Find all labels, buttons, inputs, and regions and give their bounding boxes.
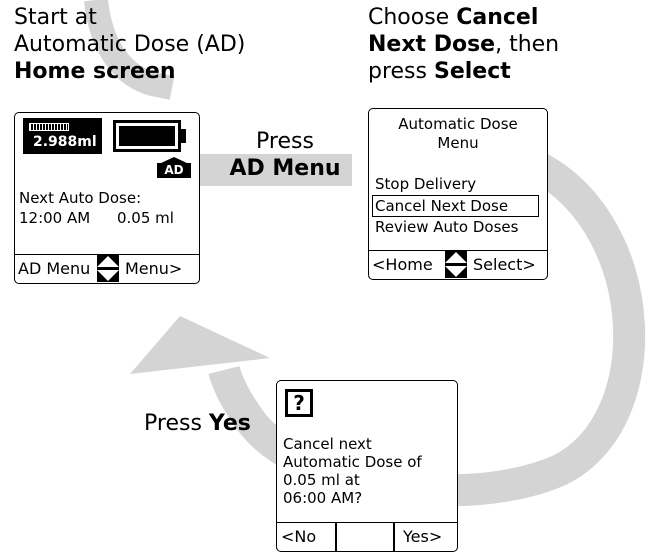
caption-choose-line3: press Select: [368, 59, 511, 84]
up-down-arrow-icon: [97, 255, 119, 282]
menu-item-cancel-next-dose-label: Cancel Next Dose: [375, 197, 509, 215]
confirm-softkey-bar: <No Yes>: [277, 522, 457, 551]
confirm-message-line3: 0.05 ml at: [283, 471, 360, 489]
battery-icon: [113, 120, 181, 152]
caption-start-line1: Start at: [14, 5, 97, 30]
flow-arrow-press-ad: [196, 154, 352, 186]
caption-press-ad-line1: Press: [256, 129, 314, 154]
menu-item-review-auto-doses[interactable]: Review Auto Doses: [375, 218, 519, 236]
ad-badge: AD: [157, 163, 191, 178]
caption-choose-line1: Choose Cancel: [368, 5, 539, 30]
confirm-screen: ? Cancel next Automatic Dose of 0.05 ml …: [276, 380, 458, 552]
softkey-divider-left: [335, 523, 337, 551]
up-down-arrow-icon: [445, 251, 467, 278]
home-softkey[interactable]: <Home: [372, 255, 433, 274]
ad-menu-screen: Automatic Dose Menu Stop Delivery Cancel…: [368, 108, 548, 280]
menu-item-stop-delivery[interactable]: Stop Delivery: [375, 175, 477, 193]
menu-softkey[interactable]: Menu>: [125, 259, 183, 278]
caption-start-line3: Home screen: [14, 59, 176, 84]
ad-menu-softkey[interactable]: AD Menu: [18, 259, 91, 278]
softkey-divider-right: [393, 523, 395, 551]
caption-start-line2: Automatic Dose (AD): [14, 32, 246, 57]
next-dose-label: Next Auto Dose:: [19, 189, 142, 207]
confirm-message-line4: 06:00 AM?: [283, 489, 363, 507]
confirm-message-line1: Cancel next: [283, 435, 372, 453]
caption-start: Start at Automatic Dose (AD) Home screen: [14, 4, 245, 85]
reservoir-indicator: 2.988ml: [23, 118, 102, 154]
question-mark-icon: ?: [285, 389, 313, 417]
caption-press-yes: Press Yes: [144, 411, 251, 436]
ad-home-icon: AD: [157, 157, 191, 178]
next-dose-amount: 0.05 ml: [117, 209, 174, 227]
flow-arrow-head: [130, 316, 270, 374]
select-softkey[interactable]: Select>: [473, 255, 536, 274]
flow-arrow-return-loop: [208, 153, 646, 507]
no-softkey[interactable]: <No: [281, 527, 317, 546]
reservoir-gauge-icon: [29, 123, 69, 131]
caption-press-ad-line2: AD Menu: [229, 156, 341, 181]
caption-choose: Choose Cancel Next Dose, then press Sele…: [368, 4, 559, 85]
battery-terminal: [181, 129, 186, 143]
yes-softkey[interactable]: Yes>: [403, 527, 443, 546]
menu-softkey-bar: <Home Select>: [369, 250, 547, 279]
caption-choose-line2: Next Dose, then: [368, 32, 560, 57]
flow-arrow-start: [84, 0, 175, 100]
menu-title-line1: Automatic Dose: [398, 115, 518, 133]
next-dose-time: 12:00 AM: [19, 209, 91, 227]
home-screen: 2.988ml AD Next Auto Dose: 12:00 AM 0.05…: [14, 112, 200, 284]
confirm-message-line2: Automatic Dose of: [283, 453, 422, 471]
menu-item-cancel-next-dose[interactable]: Cancel Next Dose: [372, 195, 539, 217]
menu-title-line2: Menu: [437, 134, 479, 152]
caption-press-ad-menu: Press AD Menu: [222, 128, 348, 182]
home-softkey-bar: AD Menu Menu>: [15, 254, 199, 283]
reservoir-volume: 2.988ml: [33, 134, 97, 150]
